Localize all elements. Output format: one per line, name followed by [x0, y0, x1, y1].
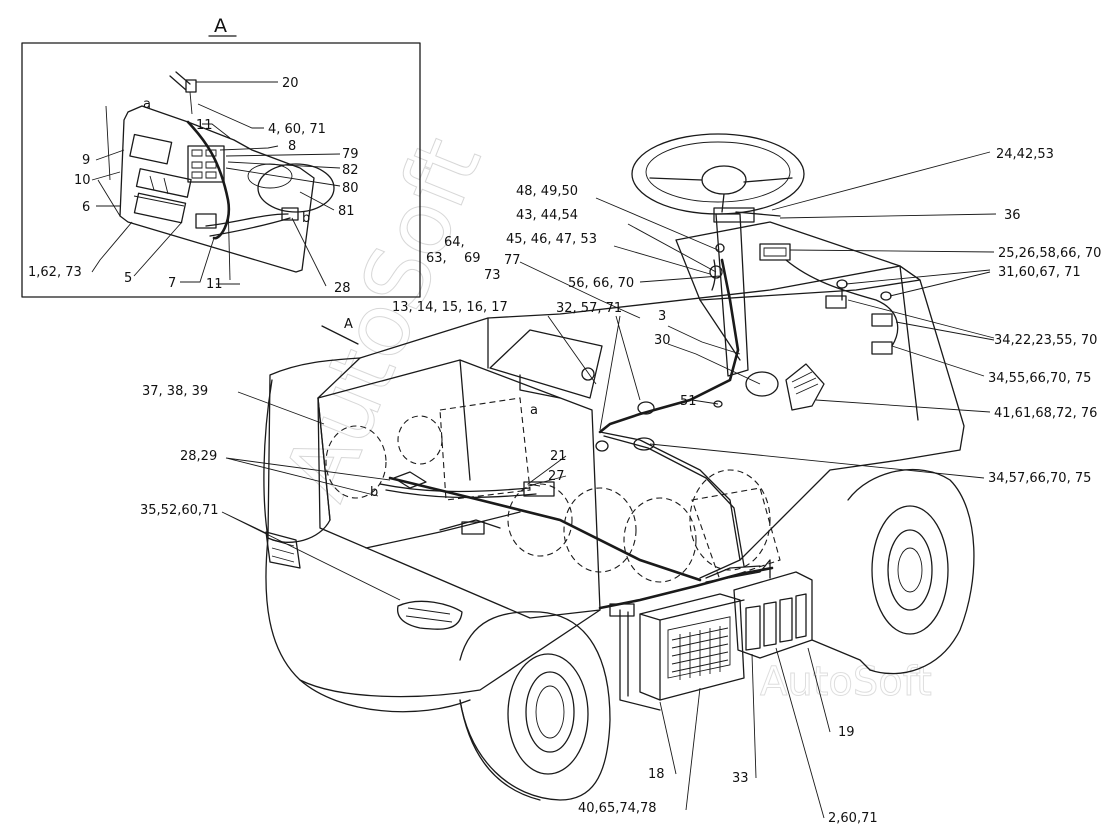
- callout-32-57-71: 32, 57, 71: [556, 301, 622, 316]
- leader-lines: [221, 151, 997, 819]
- callout-9: 9: [82, 153, 90, 168]
- callout-3: 3: [658, 309, 666, 324]
- plug-connector: [195, 213, 217, 229]
- front-wheel: [847, 468, 975, 675]
- callout-18: 18: [648, 767, 665, 782]
- callout-79: 79: [342, 147, 359, 162]
- control-box: [639, 593, 745, 701]
- callout-13-14-15-16-17: 13, 14, 15, 16, 17: [392, 300, 508, 315]
- callout-82: 82: [342, 163, 359, 178]
- rear-lamp: [396, 600, 463, 630]
- side-lamp-left: [265, 531, 301, 569]
- watermark-corner: AutoSoft: [760, 659, 932, 705]
- callout-45-46-47-53: 45, 46, 47, 53: [506, 232, 597, 247]
- watermark-main: AutoSoft: [264, 124, 501, 513]
- inset-view-label: A: [214, 15, 227, 37]
- callout-43-44-54: 43, 44,54: [516, 208, 578, 223]
- callout-34-22-23-55-70: 34,22,23,55, 70: [994, 333, 1097, 348]
- callout-20: 20: [282, 76, 299, 91]
- callout-28-29: 28,29: [180, 449, 217, 464]
- callout-27: 27: [548, 469, 565, 484]
- letter-a-inset: a: [143, 97, 151, 112]
- callout-11-bottom: 11: [206, 277, 223, 292]
- callout-28-inset: 28: [334, 281, 351, 296]
- callout-36: 36: [1004, 208, 1021, 223]
- callout-41-61-68-72-76: 41,61,68,72, 76: [994, 406, 1097, 421]
- callout-34-55-66-70-75: 34,55,66,70, 75: [988, 371, 1091, 386]
- vehicle-drawing: b a: [263, 133, 975, 801]
- letter-b-inset: b: [302, 211, 310, 226]
- callout-4-60-71: 4, 60, 71: [268, 122, 326, 137]
- callout-5: 5: [124, 271, 132, 286]
- callout-81: 81: [338, 204, 355, 219]
- key-switch: [169, 71, 197, 93]
- callout-34-57-66-70-75: 34,57,66,70, 75: [988, 471, 1091, 486]
- rear-wheel: [459, 611, 611, 801]
- callout-25-26-58-66-70: 25,26,58,66, 70: [998, 246, 1101, 261]
- steering-column: [715, 213, 749, 377]
- inset-frame: [21, 42, 421, 298]
- callout-33: 33: [732, 771, 749, 786]
- callout-8: 8: [288, 139, 296, 154]
- callout-56-66-70: 56, 66, 70: [568, 276, 634, 291]
- callout-11-top: 11: [196, 118, 213, 133]
- callout-63: 63,: [426, 251, 447, 266]
- round-connector: [257, 163, 335, 213]
- instrument-box: [759, 243, 791, 261]
- callout-51: 51: [680, 394, 697, 409]
- callout-48-49-50: 48, 49,50: [516, 184, 578, 199]
- steering-hub: [701, 165, 747, 195]
- callout-24-42-53: 24,42,53: [996, 147, 1054, 162]
- pedal-unit: [785, 363, 825, 411]
- callout-37-38-39: 37, 38, 39: [142, 384, 208, 399]
- letter-a-main: a: [530, 403, 538, 418]
- callout-1-62-73: 1,62, 73: [28, 265, 82, 280]
- callout-73: 73: [484, 268, 501, 283]
- callout-7: 7: [168, 276, 176, 291]
- callout-30: 30: [654, 333, 671, 348]
- section-marker-a: A: [344, 317, 353, 332]
- callout-80: 80: [342, 181, 359, 196]
- callout-31-60-67-71: 31,60,67, 71: [998, 265, 1081, 280]
- callout-2-60-71: 2,60,71: [828, 811, 878, 826]
- callout-6: 6: [82, 200, 90, 215]
- callout-77: 77: [504, 253, 521, 268]
- callout-64: 64,: [444, 235, 465, 250]
- callout-40-65-74-78: 40,65,74,78: [578, 801, 657, 816]
- top-cowl: [359, 265, 965, 579]
- hidden-part-left: [325, 425, 387, 499]
- callout-21: 21: [550, 449, 567, 464]
- inset-view-a: A a b: [21, 15, 421, 298]
- callout-69: 69: [464, 251, 481, 266]
- letter-b-main: b: [370, 485, 378, 500]
- callout-35-52-60-71: 35,52,60,71: [140, 503, 219, 518]
- callout-10: 10: [74, 173, 91, 188]
- callout-19: 19: [838, 725, 855, 740]
